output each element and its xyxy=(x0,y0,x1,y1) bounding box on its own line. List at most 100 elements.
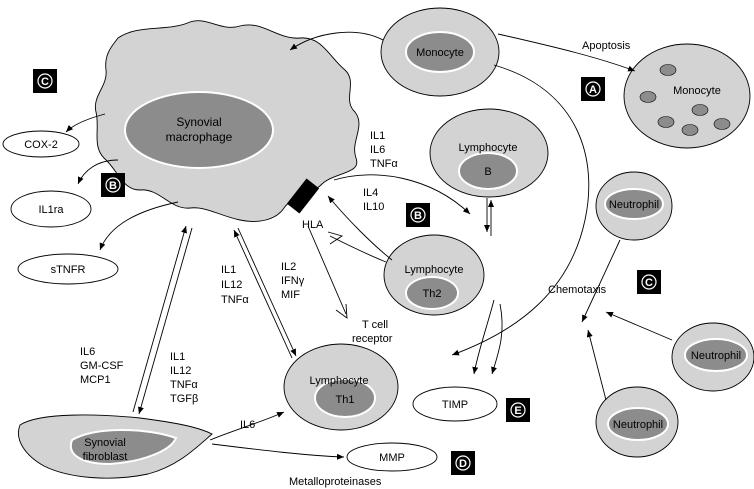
cytokine-label: IL1 xyxy=(221,264,236,276)
monocyte-to-timp-arrow-2 xyxy=(491,303,503,375)
apoptotic-body xyxy=(691,104,709,116)
cox2-product: COX-2 xyxy=(2,130,80,158)
apoptosis-arrow xyxy=(497,33,636,72)
fibro-to-mac-arrow xyxy=(132,225,187,413)
th2-chevron xyxy=(327,231,344,245)
lymphocyte-b-label: Lymphocyte xyxy=(459,142,518,154)
chemotaxis-top-arrow xyxy=(581,239,621,323)
cytokines-th2-to-mac: IL4 IL10 xyxy=(363,187,384,213)
apoptotic-body xyxy=(713,118,731,130)
cytokines-fibro-to-mac: IL6 GM-CSF MCP1 xyxy=(80,346,124,386)
badge-c-left: C xyxy=(33,69,57,93)
fibroblast-label-line1: Synovial xyxy=(84,437,126,449)
th1-nucleus-label: Th1 xyxy=(336,394,355,406)
metalloproteinases-label: Metalloproteinases xyxy=(289,476,382,488)
badge-e: E xyxy=(506,398,530,422)
il1ra-product: IL1ra xyxy=(10,190,92,228)
macrophage-nucleus xyxy=(124,91,274,169)
lymphocyte-b-cell: Lymphocyte B xyxy=(429,108,549,198)
mac-to-fibro-arrow xyxy=(138,227,193,415)
cytokine-label: IL6 xyxy=(80,346,95,358)
cytokine-label: TNFα xyxy=(221,294,249,306)
cytokine-label: TNFα xyxy=(170,379,198,391)
synovial-macrophage: Synovial macrophage xyxy=(94,20,360,222)
svg-text:B: B xyxy=(414,210,422,222)
badge-c-right: C xyxy=(637,270,661,294)
cytokine-label: TGFβ xyxy=(170,393,198,405)
mmp-product: MMP xyxy=(346,442,438,472)
macrophage-to-stnfr-arrow xyxy=(99,201,179,251)
stnfr-label: sTNFR xyxy=(51,264,86,276)
lymphocyte-th1-cell: Lymphocyte Th1 xyxy=(283,343,399,431)
apoptotic-body xyxy=(659,64,677,76)
neutrophil-bottom-label: Neutrophil xyxy=(613,419,663,431)
svg-text:C: C xyxy=(645,277,653,289)
th2-nucleus-label: Th2 xyxy=(423,288,442,300)
macrophage-to-il1ra-arrow xyxy=(77,159,119,185)
lymphocyte-th1-label: Lymphocyte xyxy=(310,375,369,387)
badge-a: A xyxy=(581,77,605,101)
macrophage-label-line2: macrophage xyxy=(166,130,233,144)
mac-to-th1-arrow xyxy=(237,227,297,357)
fibroblast-label-line2: fibroblast xyxy=(83,451,128,463)
monocyte-to-timp-arrow-1 xyxy=(472,299,495,375)
cytokine-label: GM-CSF xyxy=(80,360,124,372)
neutrophil-mid-label: Neutrophil xyxy=(691,350,741,362)
th1-to-mac-arrow xyxy=(233,229,293,359)
cytokines-mac-to-th1: IL1 IL12 TNFα xyxy=(221,264,249,306)
chemotaxis-bottom-arrow xyxy=(586,329,607,401)
cytokine-label: IL6 xyxy=(370,144,385,156)
cytokine-label: IL10 xyxy=(363,201,384,213)
svg-text:C: C xyxy=(41,76,49,88)
hla-label: HLA xyxy=(302,219,324,231)
tcr-line xyxy=(307,225,347,315)
apoptotic-body xyxy=(639,91,657,103)
svg-text:B: B xyxy=(109,180,117,192)
il1ra-label: IL1ra xyxy=(38,204,64,216)
b-nucleus-label: B xyxy=(484,166,491,178)
synovial-fibroblast: Synovial fibroblast xyxy=(18,414,213,479)
fibro-to-th1-arrow xyxy=(209,411,285,441)
th2-to-macrophage-arrow-2 xyxy=(329,235,387,263)
lymphocyte-th2-cell: Lymphocyte Th2 xyxy=(383,234,485,316)
cytokine-label: IL2 xyxy=(281,261,296,273)
apoptotic-monocyte-label: Monocyte xyxy=(673,85,721,97)
cytokines-to-b: IL1 IL6 TNFα xyxy=(370,130,398,170)
stnfr-product: sTNFR xyxy=(17,253,119,285)
cytokine-label: IL12 xyxy=(221,279,242,291)
monocyte-label: Monocyte xyxy=(416,47,464,59)
cytokine-label: IL12 xyxy=(170,365,191,377)
tcr-chevron xyxy=(335,303,348,319)
svg-text:E: E xyxy=(514,405,521,417)
badge-b-left: B xyxy=(101,173,125,197)
monocyte-long-arrow xyxy=(451,64,590,356)
th2-to-macrophage-arrow xyxy=(327,195,393,261)
monocyte-cell: Monocyte xyxy=(380,7,500,97)
badge-d: D xyxy=(451,451,475,475)
neutrophil-top-label: Neutrophil xyxy=(609,199,659,211)
fibro-to-mmp-arrow xyxy=(211,443,345,460)
hla-receptor xyxy=(286,178,320,214)
svg-text:D: D xyxy=(459,458,467,470)
chemotaxis-label: Chemotaxis xyxy=(548,284,607,296)
cytokines-mac-to-fibro: IL1 IL12 TNFα TGFβ xyxy=(170,351,198,405)
cytokine-label: IL1 xyxy=(370,130,385,142)
neutrophil-cell-top: Neutrophil xyxy=(595,171,673,241)
cytokine-label: IFNγ xyxy=(281,275,305,287)
timp-product: TIMP xyxy=(412,386,498,422)
cytokine-label: MIF xyxy=(281,289,300,301)
neutrophil-cell-mid: Neutrophil xyxy=(671,322,754,392)
cytokine-label: TNFα xyxy=(370,158,398,170)
mmp-label: MMP xyxy=(379,452,405,464)
cytokine-label: IL4 xyxy=(363,187,378,199)
il6-fibro-th1-label: IL6 xyxy=(240,419,255,431)
macrophage-to-cox2-arrow xyxy=(65,113,106,133)
lymphocyte-th2-label: Lymphocyte xyxy=(405,264,464,276)
monocyte-to-macrophage-arrow xyxy=(289,31,384,51)
apoptotic-monocyte-cell: Monocyte xyxy=(623,43,751,149)
cytokine-label: MCP1 xyxy=(80,374,111,386)
apoptotic-body xyxy=(657,116,675,128)
chemotaxis-mid-arrow xyxy=(605,311,673,341)
tcr-label-line1: T cell xyxy=(362,319,388,331)
